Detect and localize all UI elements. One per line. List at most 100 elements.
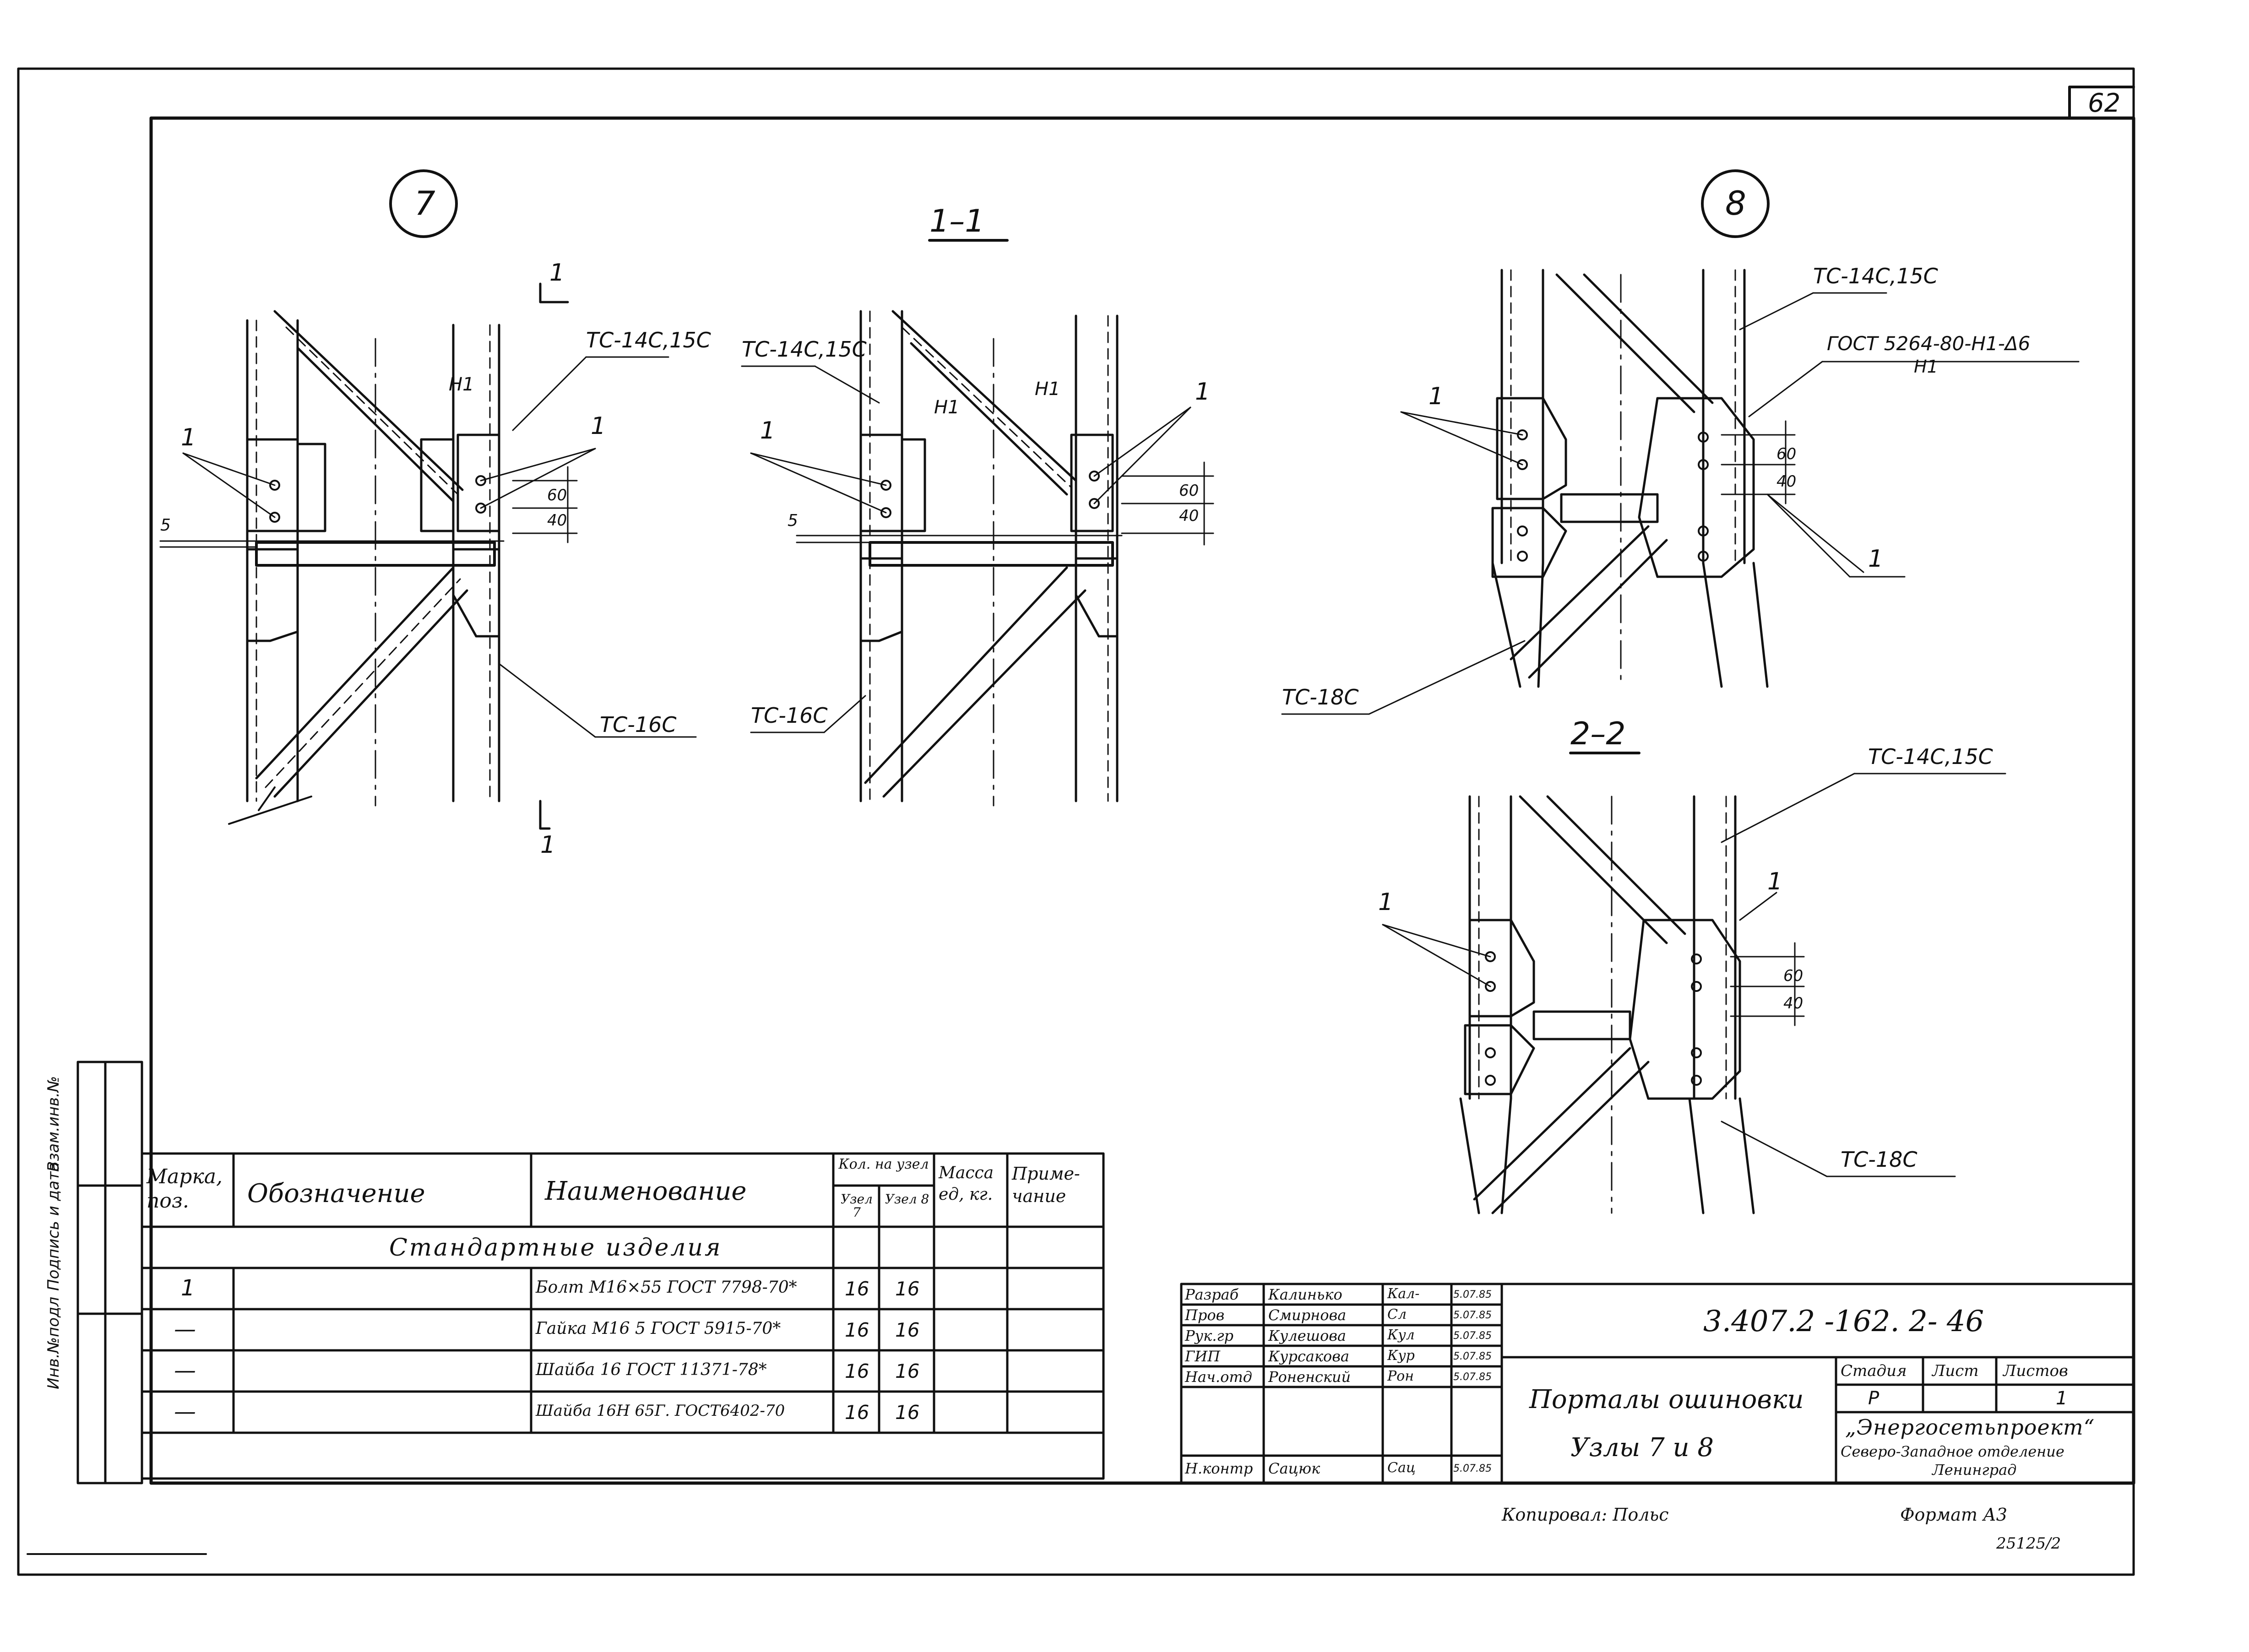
side-stamp-frame xyxy=(76,1061,143,1484)
spec-row-2-q7: 16 xyxy=(845,1319,869,1341)
tb-row-1-date: 5.07.85 xyxy=(1453,1289,1492,1300)
title-stage-label: Стадия xyxy=(1841,1362,1907,1380)
tb-row-5-role: Нач.отд xyxy=(1185,1368,1252,1386)
drawing-frame xyxy=(17,67,2135,1576)
spec-row-2-name: Гайка М16 5 ГОСТ 5915-70* xyxy=(536,1319,781,1338)
label-dim40-s22: 40 xyxy=(1783,994,1804,1013)
tb-row-3-name: Кулешова xyxy=(1268,1327,1346,1344)
spec-row-4-q8: 16 xyxy=(895,1401,920,1424)
spec-header-qty: Кол. на узел xyxy=(838,1156,929,1172)
spec-row-4-q7: 16 xyxy=(845,1401,869,1424)
label-weld-node7: Н1 xyxy=(449,374,474,395)
title-sheets-label: Листов xyxy=(2003,1362,2068,1380)
label-tc14-s22: ТС-14С,15С xyxy=(1868,744,1993,769)
title-line-2: Узлы 7 и 8 xyxy=(1570,1433,1714,1462)
spec-row-1-mark: 1 xyxy=(181,1275,195,1301)
spec-row-1-name: Болт М16×55 ГОСТ 7798-70* xyxy=(536,1278,797,1297)
label-gost-weld: ГОСТ 5264-80-Н1-Δ6 xyxy=(1827,332,2031,355)
tb-row-3-date: 5.07.85 xyxy=(1453,1330,1492,1342)
tb-row-4-sign: Кур xyxy=(1387,1348,1415,1364)
tb-row-4-name: Курсакова xyxy=(1268,1348,1349,1365)
spec-header-node7: Узел 7 xyxy=(841,1192,873,1220)
spec-header-mark: Марка, поз. xyxy=(147,1165,223,1213)
spec-row-2-mark: — xyxy=(174,1316,196,1342)
title-stage-value: Р xyxy=(1868,1388,1880,1409)
spec-header-node8: Узел 8 xyxy=(885,1192,929,1207)
title-sheets-value: 1 xyxy=(2056,1388,2068,1409)
spec-header-name: Наименование xyxy=(545,1176,747,1206)
label-tc18-s22: ТС-18С xyxy=(1841,1147,1918,1172)
side-stamp-inv: Инв.№подл xyxy=(44,1296,63,1389)
tb-row-7-name: Сацюк xyxy=(1268,1460,1320,1477)
label-dim40-s11: 40 xyxy=(1179,507,1199,525)
tb-row-1-role: Разраб xyxy=(1185,1286,1239,1303)
tb-row-1-sign: Кал- xyxy=(1387,1286,1420,1302)
section-2-2-title: 2–2 xyxy=(1570,716,1626,752)
label-dim5-node7: 5 xyxy=(160,516,171,535)
tb-row-5-name: Роненский xyxy=(1268,1368,1351,1386)
spec-table-grid xyxy=(141,1152,1105,1480)
label-pos1-node8-right: 1 xyxy=(1868,545,1884,573)
title-sheet-label: Лист xyxy=(1932,1362,1979,1380)
label-pos1-s11-right: 1 xyxy=(1195,378,1211,406)
spec-row-3-q8: 16 xyxy=(895,1360,920,1382)
spec-row-4-name: Шайба 16Н 65Г. ГОСТ6402-70 xyxy=(536,1402,785,1420)
tb-row-2-sign: Сл xyxy=(1387,1306,1407,1322)
title-org-2: Северо-Западное отделение xyxy=(1841,1443,2064,1460)
label-weld-s11-a: Н1 xyxy=(934,397,960,418)
spec-header-designation: Обозначение xyxy=(247,1179,425,1208)
spec-header-mass: Масса ед, кг. xyxy=(939,1164,994,1204)
section-1-1-drawing xyxy=(741,239,1214,807)
tb-row-7-role: Н.контр xyxy=(1185,1460,1253,1477)
title-org-1: „Энергосетьпроект“ xyxy=(1845,1415,2095,1440)
footer-copied: Копировал: Польс xyxy=(1502,1505,1669,1525)
spec-row-3-q7: 16 xyxy=(845,1360,869,1382)
node-8-drawing xyxy=(1281,169,2080,715)
spec-row-3-mark: — xyxy=(174,1358,196,1383)
label-tc16-node7: ТС-16С xyxy=(600,712,677,737)
label-dim40-node8: 40 xyxy=(1776,472,1797,491)
label-cut-bottom: 1 xyxy=(540,831,556,859)
tb-row-2-name: Смирнова xyxy=(1268,1306,1347,1324)
label-cut-top: 1 xyxy=(549,259,565,287)
label-tc16-s11: ТС-16С xyxy=(751,703,828,728)
label-dim40-node7: 40 xyxy=(547,511,567,530)
spec-row-3-name: Шайба 16 ГОСТ 11371-78* xyxy=(536,1360,767,1379)
tb-row-1-name: Калинько xyxy=(1268,1286,1342,1303)
label-weld-s11-b: Н1 xyxy=(1035,379,1060,400)
tb-row-4-date: 5.07.85 xyxy=(1453,1351,1492,1362)
title-line-1: Порталы ошиновки xyxy=(1529,1385,1804,1414)
label-pos1-node7-left: 1 xyxy=(181,424,196,451)
tb-row-2-role: Пров xyxy=(1185,1306,1225,1324)
label-dim60-s22: 60 xyxy=(1783,967,1804,985)
tb-row-3-sign: Кул xyxy=(1387,1327,1415,1343)
node-7-drawing xyxy=(159,169,697,830)
spec-row-4-mark: — xyxy=(174,1399,196,1425)
tb-row-5-sign: Рон xyxy=(1387,1368,1414,1384)
spec-row-1-q8: 16 xyxy=(895,1278,920,1300)
title-org-3: Ленинград xyxy=(1932,1461,2017,1479)
tb-row-5-date: 5.07.85 xyxy=(1453,1371,1492,1383)
label-dim5-s11: 5 xyxy=(788,511,798,530)
side-stamp-replace: Взам.инв.№ xyxy=(44,1076,63,1172)
spec-row-2-q8: 16 xyxy=(895,1319,920,1341)
footer-format: Формат А3 xyxy=(1900,1505,2007,1525)
label-pos1-s11-left: 1 xyxy=(760,417,776,444)
spec-row-1-q7: 16 xyxy=(845,1278,869,1300)
footer-code: 25125/2 xyxy=(1996,1534,2061,1553)
section-2-2-drawing xyxy=(1382,752,2006,1214)
label-tc14-s11: ТС-14С,15С xyxy=(742,337,867,362)
tb-row-2-date: 5.07.85 xyxy=(1453,1310,1492,1321)
label-tc14-node7: ТС-14С,15С xyxy=(586,328,711,352)
label-dim60-node7: 60 xyxy=(547,486,567,504)
tb-row-3-role: Рук.гр xyxy=(1185,1327,1234,1344)
node-8-label: 8 xyxy=(1725,184,1746,222)
sheet-number: 62 xyxy=(2088,88,2121,118)
label-tc14-node8: ТС-14С,15С xyxy=(1813,264,1938,288)
label-tc18-node8: ТС-18С xyxy=(1282,685,1359,710)
label-pos1-s22-left: 1 xyxy=(1378,888,1394,916)
title-block-grid xyxy=(1180,1283,2135,1484)
label-dim60-node8: 60 xyxy=(1776,445,1797,463)
node-7-label: 7 xyxy=(414,184,435,222)
